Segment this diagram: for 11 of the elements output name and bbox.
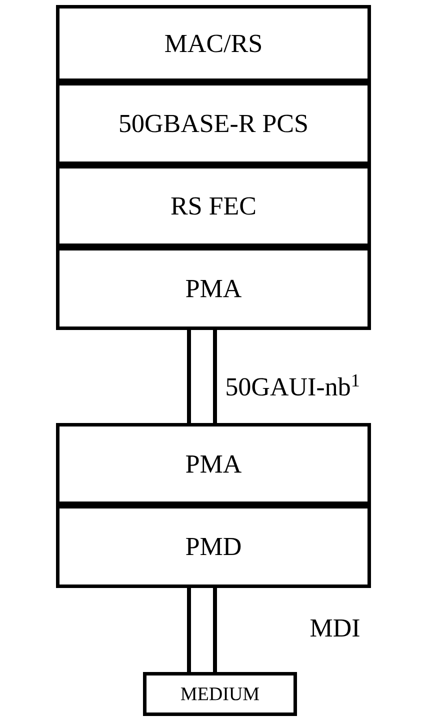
layer-box: 50GBASE-R PCS (56, 82, 371, 165)
layer-box: RS FEC (56, 165, 371, 247)
layer-box: PMD (56, 505, 371, 588)
layer-box: MEDIUM (143, 672, 297, 716)
edge-label: 50GAUI-nb$^{1}$ (226, 374, 359, 396)
layer-box: PMA (56, 423, 371, 505)
layer-box: MAC/RS (56, 5, 371, 82)
connector-bar (187, 330, 217, 423)
edge-label: MDI (310, 619, 360, 637)
layer-box: PMA (56, 247, 371, 330)
connector-bar (187, 588, 217, 672)
